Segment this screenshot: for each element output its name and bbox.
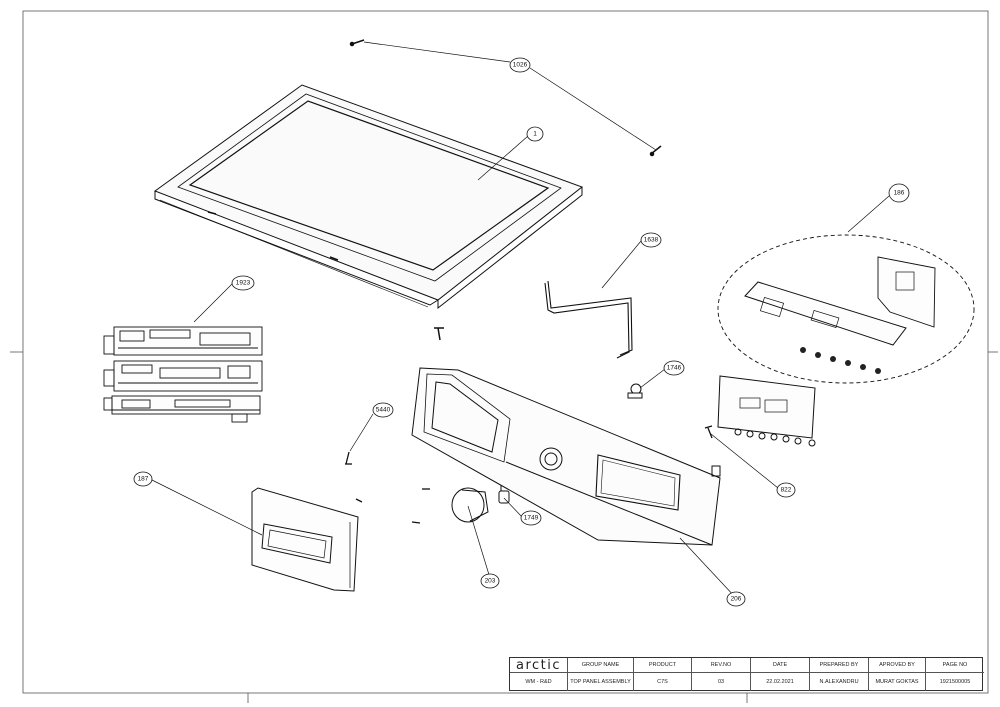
- callout-203: 203: [480, 573, 500, 589]
- header-prepared-by: PREPARED BY: [810, 658, 869, 673]
- header-page-no: PAGE NO: [926, 658, 984, 673]
- part-screw-5440: [345, 451, 352, 465]
- brand-logo: arctic: [515, 658, 562, 673]
- svg-text:1: 1: [533, 131, 537, 138]
- callout-1: 1: [526, 126, 544, 142]
- callout-206: 206: [726, 591, 746, 607]
- header-approved-by: APROVED BY: [869, 658, 926, 673]
- part-pcb-holder-1923: [103, 326, 263, 423]
- part-screw-1026: [349, 39, 662, 157]
- part-knob-1746: [627, 383, 643, 399]
- svg-text:1923: 1923: [236, 280, 251, 287]
- part-main-pcb-186: [717, 234, 975, 384]
- part-wire-1638: [544, 280, 633, 359]
- header-date: DATE: [751, 658, 810, 673]
- callout-187: 187: [133, 471, 153, 487]
- callout-186: 186: [888, 183, 910, 203]
- svg-text:203: 203: [485, 578, 496, 585]
- svg-text:822: 822: [781, 487, 792, 494]
- leader-lines: [149, 41, 890, 599]
- header-group-name: GROUP NAME: [568, 658, 634, 673]
- header-rev-no: REV.NO: [692, 658, 751, 673]
- callout-1746: 1746: [663, 360, 685, 376]
- svg-text:187: 187: [138, 476, 149, 483]
- svg-text:5440: 5440: [376, 407, 391, 414]
- callout-1638: 1638: [640, 232, 662, 248]
- value-page-no: 1921500005: [939, 679, 971, 685]
- part-control-panel-206: [411, 367, 721, 546]
- callout-1923: 1923: [231, 275, 255, 291]
- part-shaft-1749: [498, 485, 510, 504]
- value-product: C7S: [634, 673, 692, 691]
- svg-text:186: 186: [894, 190, 905, 197]
- part-drawer-187: [251, 487, 359, 592]
- part-screw-panel: [434, 327, 444, 341]
- svg-text:1026: 1026: [513, 62, 528, 69]
- part-knob-203: [451, 487, 489, 523]
- part-display-822: [717, 375, 816, 447]
- part-small-screws: [355, 488, 430, 524]
- title-block: arctic GROUP NAME PRODUCT REV.NO DATE PR…: [509, 657, 984, 691]
- value-date: 22.02.2021: [751, 673, 810, 691]
- svg-text:206: 206: [731, 596, 742, 603]
- svg-text:1746: 1746: [667, 365, 682, 372]
- callout-822: 822: [776, 482, 796, 498]
- callout-1749: 1749: [520, 510, 542, 526]
- value-approved-by: MURAT GOKTAS: [869, 673, 926, 691]
- part-top-lid: [153, 84, 584, 310]
- callout-1026: 1026: [509, 57, 531, 73]
- part-screw-822: [704, 425, 713, 439]
- value-rev-no: 03: [692, 673, 751, 691]
- value-prepared-by: N.ALEXANDRU: [810, 673, 869, 691]
- value-department: WM - R&D: [510, 673, 568, 691]
- svg-text:1638: 1638: [644, 237, 659, 244]
- svg-text:1749: 1749: [524, 515, 539, 522]
- header-product: PRODUCT: [634, 658, 692, 673]
- brand-logo-cell: arctic: [510, 658, 568, 673]
- value-group-name: TOP PANEL ASSEMBLY: [568, 673, 634, 691]
- callout-5440: 5440: [372, 402, 394, 418]
